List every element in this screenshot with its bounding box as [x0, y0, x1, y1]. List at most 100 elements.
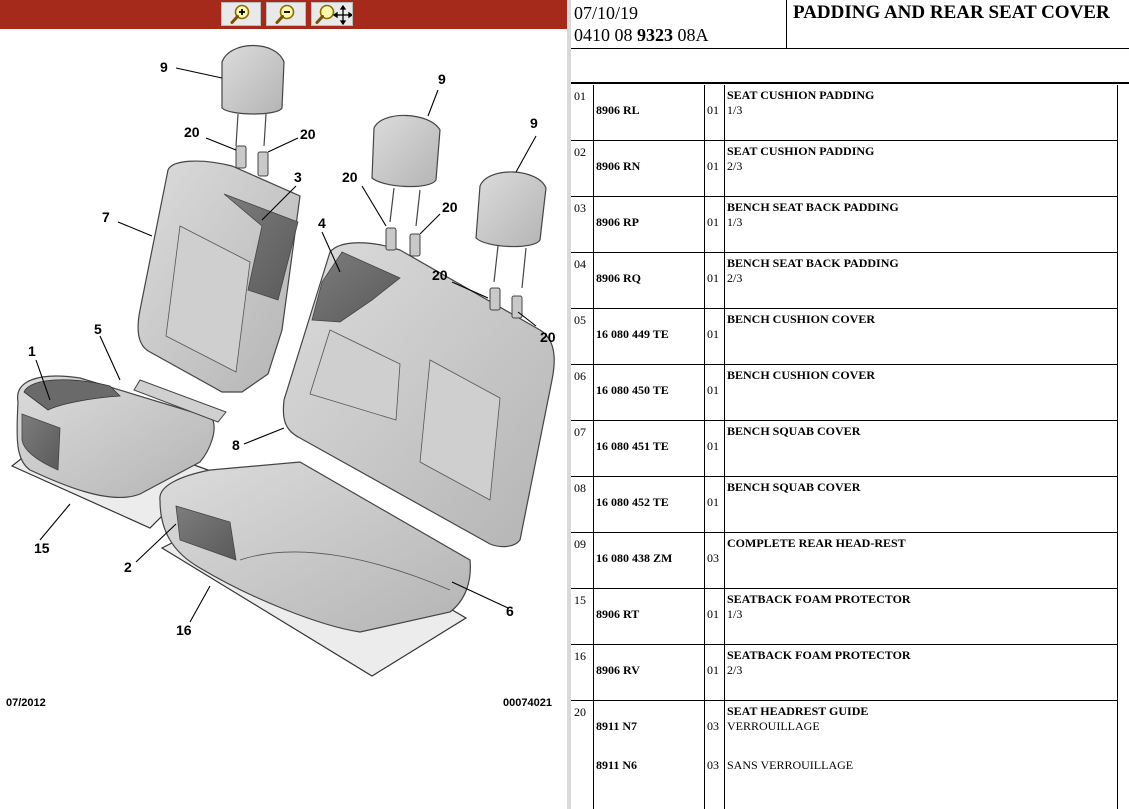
part-ref: 05: [574, 313, 586, 327]
callout-8: 8: [232, 437, 240, 453]
callout-leaders: [35, 67, 537, 623]
part-qty: 01: [707, 159, 719, 173]
part-ref: 06: [574, 369, 586, 383]
part-description: BENCH SQUAB COVER: [727, 424, 861, 438]
part-qty: 03: [707, 551, 719, 565]
part-note: 2/3: [727, 159, 743, 173]
callout-7: 7: [102, 209, 110, 225]
part-description: SEATBACK FOAM PROTECTOR: [727, 648, 911, 662]
part-qty: 03: [707, 719, 719, 733]
column-divider: [593, 85, 594, 809]
part-number-alt[interactable]: 8911 N6: [596, 758, 638, 772]
callout-2: 2: [124, 559, 132, 575]
header-code-prefix: 0410 08: [574, 25, 637, 45]
parts-panel: 07/10/19 0410 08 9323 08A PADDING AND RE…: [571, 0, 1129, 809]
zoom-pan-icon: [315, 4, 352, 25]
part-ref: 03: [574, 201, 586, 215]
zoom-in-button[interactable]: [221, 2, 261, 26]
blank-header-bar: [571, 49, 1129, 84]
part-qty-alt: 03: [707, 758, 719, 772]
callout-20e: 20: [432, 267, 448, 283]
part-number[interactable]: 16 080 449 TE: [596, 327, 669, 341]
part-description: SEAT CUSHION PADDING: [727, 88, 875, 102]
part-number[interactable]: 8906 RL: [596, 103, 640, 117]
part-qty: 01: [707, 663, 719, 677]
part-qty: 01: [707, 383, 719, 397]
callout-5: 5: [94, 321, 102, 337]
zoom-pan-button[interactable]: [311, 2, 353, 26]
seat-exploded-diagram: 9 9 9 20 20 20 20 20 20 3 7 4 1 5 8 15 2…: [10, 44, 556, 677]
header-date: 07/10/19: [574, 3, 639, 23]
zoom-out-button[interactable]: [266, 2, 306, 26]
large-cushion: [159, 461, 471, 633]
part-ref: 16: [574, 649, 586, 663]
diagram-image-ref: 00074021: [503, 697, 552, 709]
part-number[interactable]: 16 080 452 TE: [596, 495, 669, 509]
small-cushion-padding: [21, 413, 61, 471]
part-description: SEAT HEADREST GUIDE: [727, 704, 869, 718]
callout-20a: 20: [184, 124, 200, 140]
part-number[interactable]: 16 080 438 ZM: [596, 551, 673, 565]
part-number[interactable]: 8911 N7: [596, 719, 638, 733]
callout-20d: 20: [442, 199, 458, 215]
header-info: 07/10/19 0410 08 9323 08A: [571, 0, 787, 49]
part-description: BENCH SQUAB COVER: [727, 480, 861, 494]
part-ref: 15: [574, 593, 586, 607]
callout-16: 16: [176, 622, 192, 638]
small-seatback-padding: [223, 193, 299, 301]
part-ref: 20: [574, 705, 586, 719]
part-note: VERROUILLAGE: [727, 719, 820, 733]
callout-9c: 9: [530, 115, 538, 131]
part-ref: 07: [574, 425, 586, 439]
part-number[interactable]: 8906 RN: [596, 159, 641, 173]
callout-20c: 20: [342, 169, 358, 185]
part-description: BENCH SEAT BACK PADDING: [727, 256, 899, 270]
part-number[interactable]: 8906 RP: [596, 215, 639, 229]
part-number[interactable]: 8906 RT: [596, 607, 640, 621]
part-ref: 04: [574, 257, 586, 271]
part-qty: 01: [707, 439, 719, 453]
part-number[interactable]: 16 080 451 TE: [596, 439, 669, 453]
part-number[interactable]: 8906 RQ: [596, 271, 641, 285]
part-note: 2/3: [727, 271, 743, 285]
callout-1: 1: [28, 343, 36, 359]
callout-3: 3: [294, 169, 302, 185]
small-cushion-front: [23, 379, 121, 411]
header-code-suffix: 08A: [673, 25, 709, 45]
part-qty: 01: [707, 607, 719, 621]
part-qty: 01: [707, 215, 719, 229]
panel-divider[interactable]: [567, 0, 571, 809]
column-divider: [724, 85, 725, 809]
part-qty: 01: [707, 103, 719, 117]
headrest-1: [221, 44, 285, 147]
part-number[interactable]: 8906 RV: [596, 663, 640, 677]
table-row[interactable]: 07 16 080 451 TE 01 BENCH SQUAB COVER: [571, 421, 1117, 477]
cushion-bracket: [133, 379, 227, 423]
callout-20b: 20: [300, 126, 316, 142]
part-note: 1/3: [727, 607, 743, 621]
callout-9a: 9: [160, 59, 168, 75]
part-description: BENCH SEAT BACK PADDING: [727, 200, 899, 214]
header-code-bold: 9323: [637, 25, 673, 45]
part-qty: 01: [707, 271, 719, 285]
part-description: BENCH CUSHION COVER: [727, 312, 876, 326]
part-ref: 02: [574, 145, 586, 159]
large-cushion-padding: [175, 505, 237, 561]
callout-labels: 9 9 9 20 20 20 20 20 20 3 7 4 1 5 8 15 2…: [28, 59, 556, 638]
callout-20f: 20: [540, 329, 556, 345]
part-description: COMPLETE REAR HEAD-REST: [727, 536, 906, 550]
callout-9b: 9: [438, 71, 446, 87]
callout-15: 15: [34, 540, 50, 556]
part-number[interactable]: 16 080 450 TE: [596, 383, 669, 397]
